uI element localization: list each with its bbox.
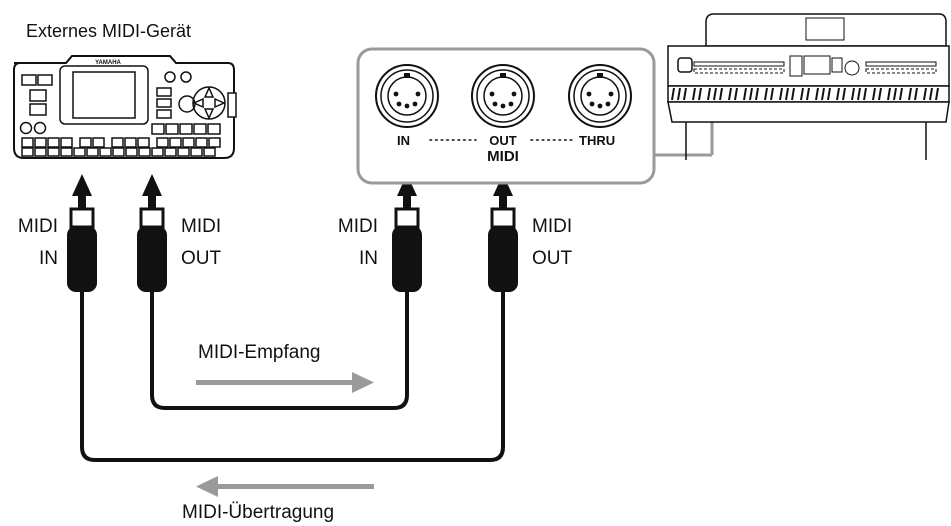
transmit-cable-wire [80, 290, 505, 462]
cable-label-inst-in-line2: IN [359, 248, 378, 269]
device-title: Externes MIDI-Gerät [26, 21, 192, 41]
external-midi-device [13, 55, 237, 159]
plug-inst-out [488, 207, 518, 292]
plug-arrows [72, 174, 513, 209]
midi-port-panel: IN OUT THRU MIDI [356, 47, 714, 185]
cable-label-ext-in-line2: IN [39, 248, 58, 269]
cable-label-ext-out-line2: OUT [181, 248, 222, 269]
cable-label-inst-in: MIDI IN [318, 214, 378, 272]
digital-piano [667, 13, 950, 160]
port-label-thru: THRU [579, 133, 615, 148]
cable-label-inst-in-line1: MIDI [337, 216, 378, 237]
cable-label-inst-out: MIDI OUT [532, 214, 572, 272]
plug-ext-out [137, 207, 167, 292]
device-brand-logo: YAMAHA [95, 60, 121, 66]
device-pad-row [151, 123, 221, 135]
cable-label-inst-out-line1: MIDI [532, 216, 573, 237]
device-right-controls [156, 71, 226, 120]
flow-label-receive: MIDI-Empfang [198, 342, 321, 363]
arrow-up-inst-in-icon [397, 174, 417, 209]
plug-inst-in [392, 207, 422, 292]
arrow-up-inst-out-icon [493, 174, 513, 209]
midi-in-port-icon [375, 64, 439, 128]
piano-panel-controls [693, 55, 937, 77]
flow-arrow-transmit-icon [196, 476, 374, 497]
cable-label-ext-in: MIDI IN [2, 214, 58, 272]
device-keyboard-buttons [21, 137, 221, 157]
device-left-buttons [19, 74, 53, 135]
midi-thru-port-icon [568, 64, 632, 128]
cable-label-ext-in-line1: MIDI [17, 216, 58, 237]
flow-arrow-receive-icon [196, 372, 374, 393]
cable-label-ext-out-line1: MIDI [181, 216, 222, 237]
cable-label-inst-out-line2: OUT [532, 248, 573, 269]
plug-ext-in [67, 207, 97, 292]
cable-wires [80, 290, 505, 462]
device-screen [59, 65, 149, 125]
midi-out-port-icon [471, 64, 535, 128]
receive-cable-wire [150, 290, 409, 410]
cable-label-ext-out: MIDI OUT [181, 214, 221, 272]
arrow-up-ext-out-icon [142, 174, 162, 209]
port-label-out: OUT [489, 133, 517, 148]
arrow-up-ext-in-icon [72, 174, 92, 209]
piano-keys [671, 87, 939, 101]
port-label-in: IN [397, 133, 410, 148]
flow-label-transmit: MIDI-Übertragung [182, 502, 335, 523]
port-group-label: MIDI [487, 148, 519, 165]
